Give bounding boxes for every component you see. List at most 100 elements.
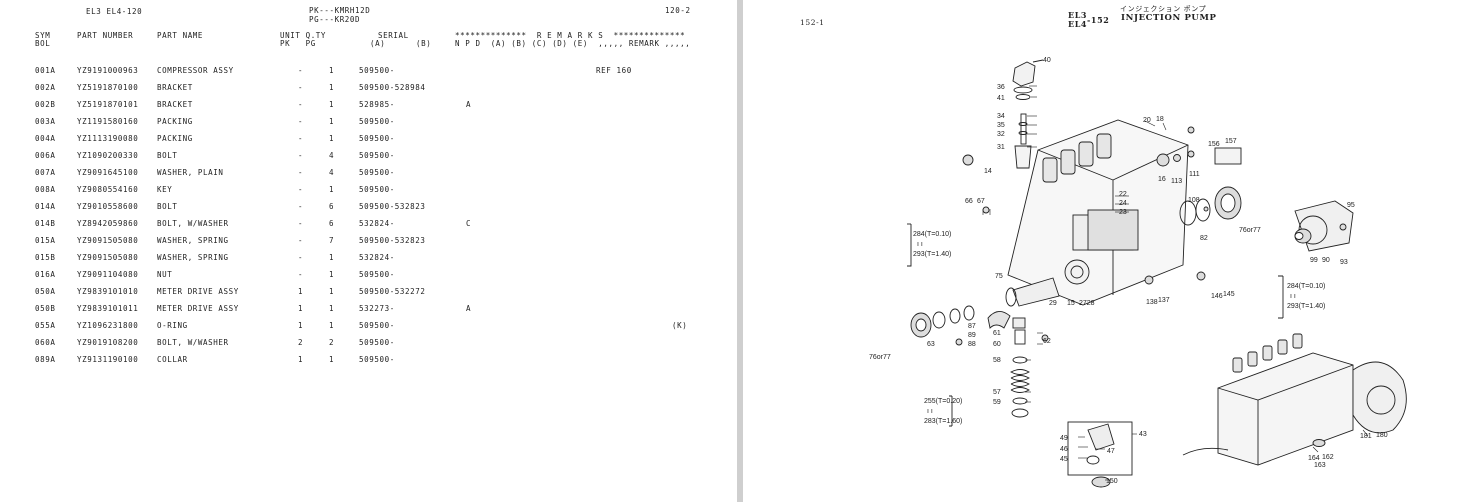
part-number-cell: YZ9019108200 bbox=[77, 338, 139, 347]
unit-pk-cell: - bbox=[298, 236, 304, 245]
part-name-cell: WASHER, PLAIN bbox=[157, 168, 224, 177]
serial-cell: 509500- bbox=[359, 270, 395, 279]
callout-23: 23 bbox=[1119, 209, 1127, 216]
qty-pg-cell: 1 bbox=[329, 134, 335, 143]
model-el3: EL3 bbox=[1068, 10, 1088, 20]
callout-16: 16 bbox=[1158, 176, 1166, 183]
column-header-sym: SYM bbox=[35, 31, 51, 40]
column-header-serial: SERIAL bbox=[378, 31, 409, 40]
section-number: -152 bbox=[1087, 15, 1110, 25]
callout-14: 14 bbox=[984, 168, 992, 175]
sym-cell: 015B bbox=[35, 253, 56, 262]
callout-31: 31 bbox=[997, 144, 1005, 151]
serial-cell: 509500- bbox=[359, 338, 395, 347]
callout-90: 90 bbox=[1322, 257, 1330, 264]
part-name-cell: BOLT, W/WASHER bbox=[157, 219, 229, 228]
part-name-cell: O-RING bbox=[157, 321, 188, 330]
unit-pk-cell: - bbox=[298, 202, 304, 211]
callout-113: 113 bbox=[1171, 178, 1182, 185]
qty-pg-cell: 6 bbox=[329, 219, 335, 228]
serial-cell: 509500- bbox=[359, 168, 395, 177]
part-number-cell: YZ1090200330 bbox=[77, 151, 139, 160]
part-number-cell: YZ9091645100 bbox=[77, 168, 139, 177]
column-header-pk-pg: PK PG bbox=[280, 39, 316, 48]
part-name-cell: PACKING bbox=[157, 117, 193, 126]
part-name-cell: WASHER, SPRING bbox=[157, 236, 229, 245]
part-number-cell: YZ9010558600 bbox=[77, 202, 139, 211]
qty-pg-cell: 4 bbox=[329, 168, 335, 177]
sym-cell: 002B bbox=[35, 100, 56, 109]
model-el4: EL4 bbox=[1068, 19, 1088, 29]
callout-49: 49 bbox=[1060, 435, 1068, 442]
serial-cell: 509500- bbox=[359, 117, 395, 126]
sym-cell: 060A bbox=[35, 338, 56, 347]
sym-cell: 006A bbox=[35, 151, 56, 160]
unit-pk-cell: 1 bbox=[298, 287, 304, 296]
callout-59: 59 bbox=[993, 399, 1001, 406]
serial-cell: 532824- bbox=[359, 219, 395, 228]
unit-pk-cell: - bbox=[298, 134, 304, 143]
qty-pg-cell: 1 bbox=[329, 304, 335, 313]
callout-61: 61 bbox=[993, 330, 1001, 337]
unit-pk-cell: - bbox=[298, 100, 304, 109]
part-name-cell: BOLT, W/WASHER bbox=[157, 338, 229, 347]
part-name-cell: BOLT bbox=[157, 151, 178, 160]
callout-60: 60 bbox=[993, 341, 1001, 348]
callout-57: 57 bbox=[993, 389, 1001, 396]
column-header-part-name: PART NAME bbox=[157, 31, 204, 40]
part-name-cell: NUT bbox=[157, 270, 173, 279]
qty-pg-cell: 1 bbox=[329, 355, 335, 364]
unit-pk-cell: 1 bbox=[298, 355, 304, 364]
part-number-cell: YZ1096231800 bbox=[77, 321, 139, 330]
part-name-cell: METER DRIVE ASSY bbox=[157, 287, 239, 296]
callout-89: 89 bbox=[968, 332, 976, 339]
callout-18: 18 bbox=[1156, 116, 1164, 123]
column-header-part-number: PART NUMBER bbox=[77, 31, 134, 40]
unit-pk-cell: - bbox=[298, 151, 304, 160]
serial-cell: 509500-532823 bbox=[359, 236, 426, 245]
qty-pg-cell: 1 bbox=[329, 253, 335, 262]
serial-cell: 509500- bbox=[359, 355, 395, 364]
header-pg-code: PG---KR20D bbox=[309, 15, 361, 24]
callout-35: 35 bbox=[997, 122, 1005, 129]
unit-pk-cell: - bbox=[298, 83, 304, 92]
callout-41: 41 bbox=[997, 95, 1005, 102]
spec-a-293: 293(T=1.40) bbox=[913, 251, 951, 258]
serial-cell: 509500-532823 bbox=[359, 202, 426, 211]
serial-cell: 509500- bbox=[359, 66, 395, 75]
callout-76or77: 76or77 bbox=[1239, 227, 1261, 234]
callout-45: 45 bbox=[1060, 456, 1068, 463]
unit-pk-cell: - bbox=[298, 270, 304, 279]
sym-cell: 004A bbox=[35, 134, 56, 143]
sym-cell: 008A bbox=[35, 185, 56, 194]
column-header-remarks-sub: N P D (A) (B) (C) (D) (E) ,,,,, REMARK ,… bbox=[455, 39, 691, 48]
part-number-cell: YZ9080554160 bbox=[77, 185, 139, 194]
part-number-cell: YZ9131190100 bbox=[77, 355, 139, 364]
sym-cell: 007A bbox=[35, 168, 56, 177]
unit-pk-cell: - bbox=[298, 117, 304, 126]
page-number: 120-2 bbox=[665, 6, 691, 15]
callout-36: 36 bbox=[997, 84, 1005, 91]
part-name-cell: PACKING bbox=[157, 134, 193, 143]
callout-62: 62 bbox=[1043, 338, 1051, 345]
callout-82: 82 bbox=[1200, 235, 1208, 242]
part-name-cell: COLLAR bbox=[157, 355, 188, 364]
callout-58: 58 bbox=[993, 357, 1001, 364]
callout-2728: 2728 bbox=[1079, 300, 1095, 307]
qty-pg-cell: 1 bbox=[329, 321, 335, 330]
callout-47: 47 bbox=[1107, 448, 1115, 455]
part-number-cell: YZ8942059860 bbox=[77, 219, 139, 228]
exploded-view-diagram: 4036413435323120181561571416113111222423… bbox=[869, 57, 1407, 488]
diagram-page-number: 152-1 bbox=[800, 18, 825, 27]
unit-pk-cell: 1 bbox=[298, 321, 304, 330]
page-divider bbox=[737, 0, 743, 502]
title-english: INJECTION PUMP bbox=[1121, 13, 1217, 23]
callout-20: 20 bbox=[1143, 117, 1151, 124]
